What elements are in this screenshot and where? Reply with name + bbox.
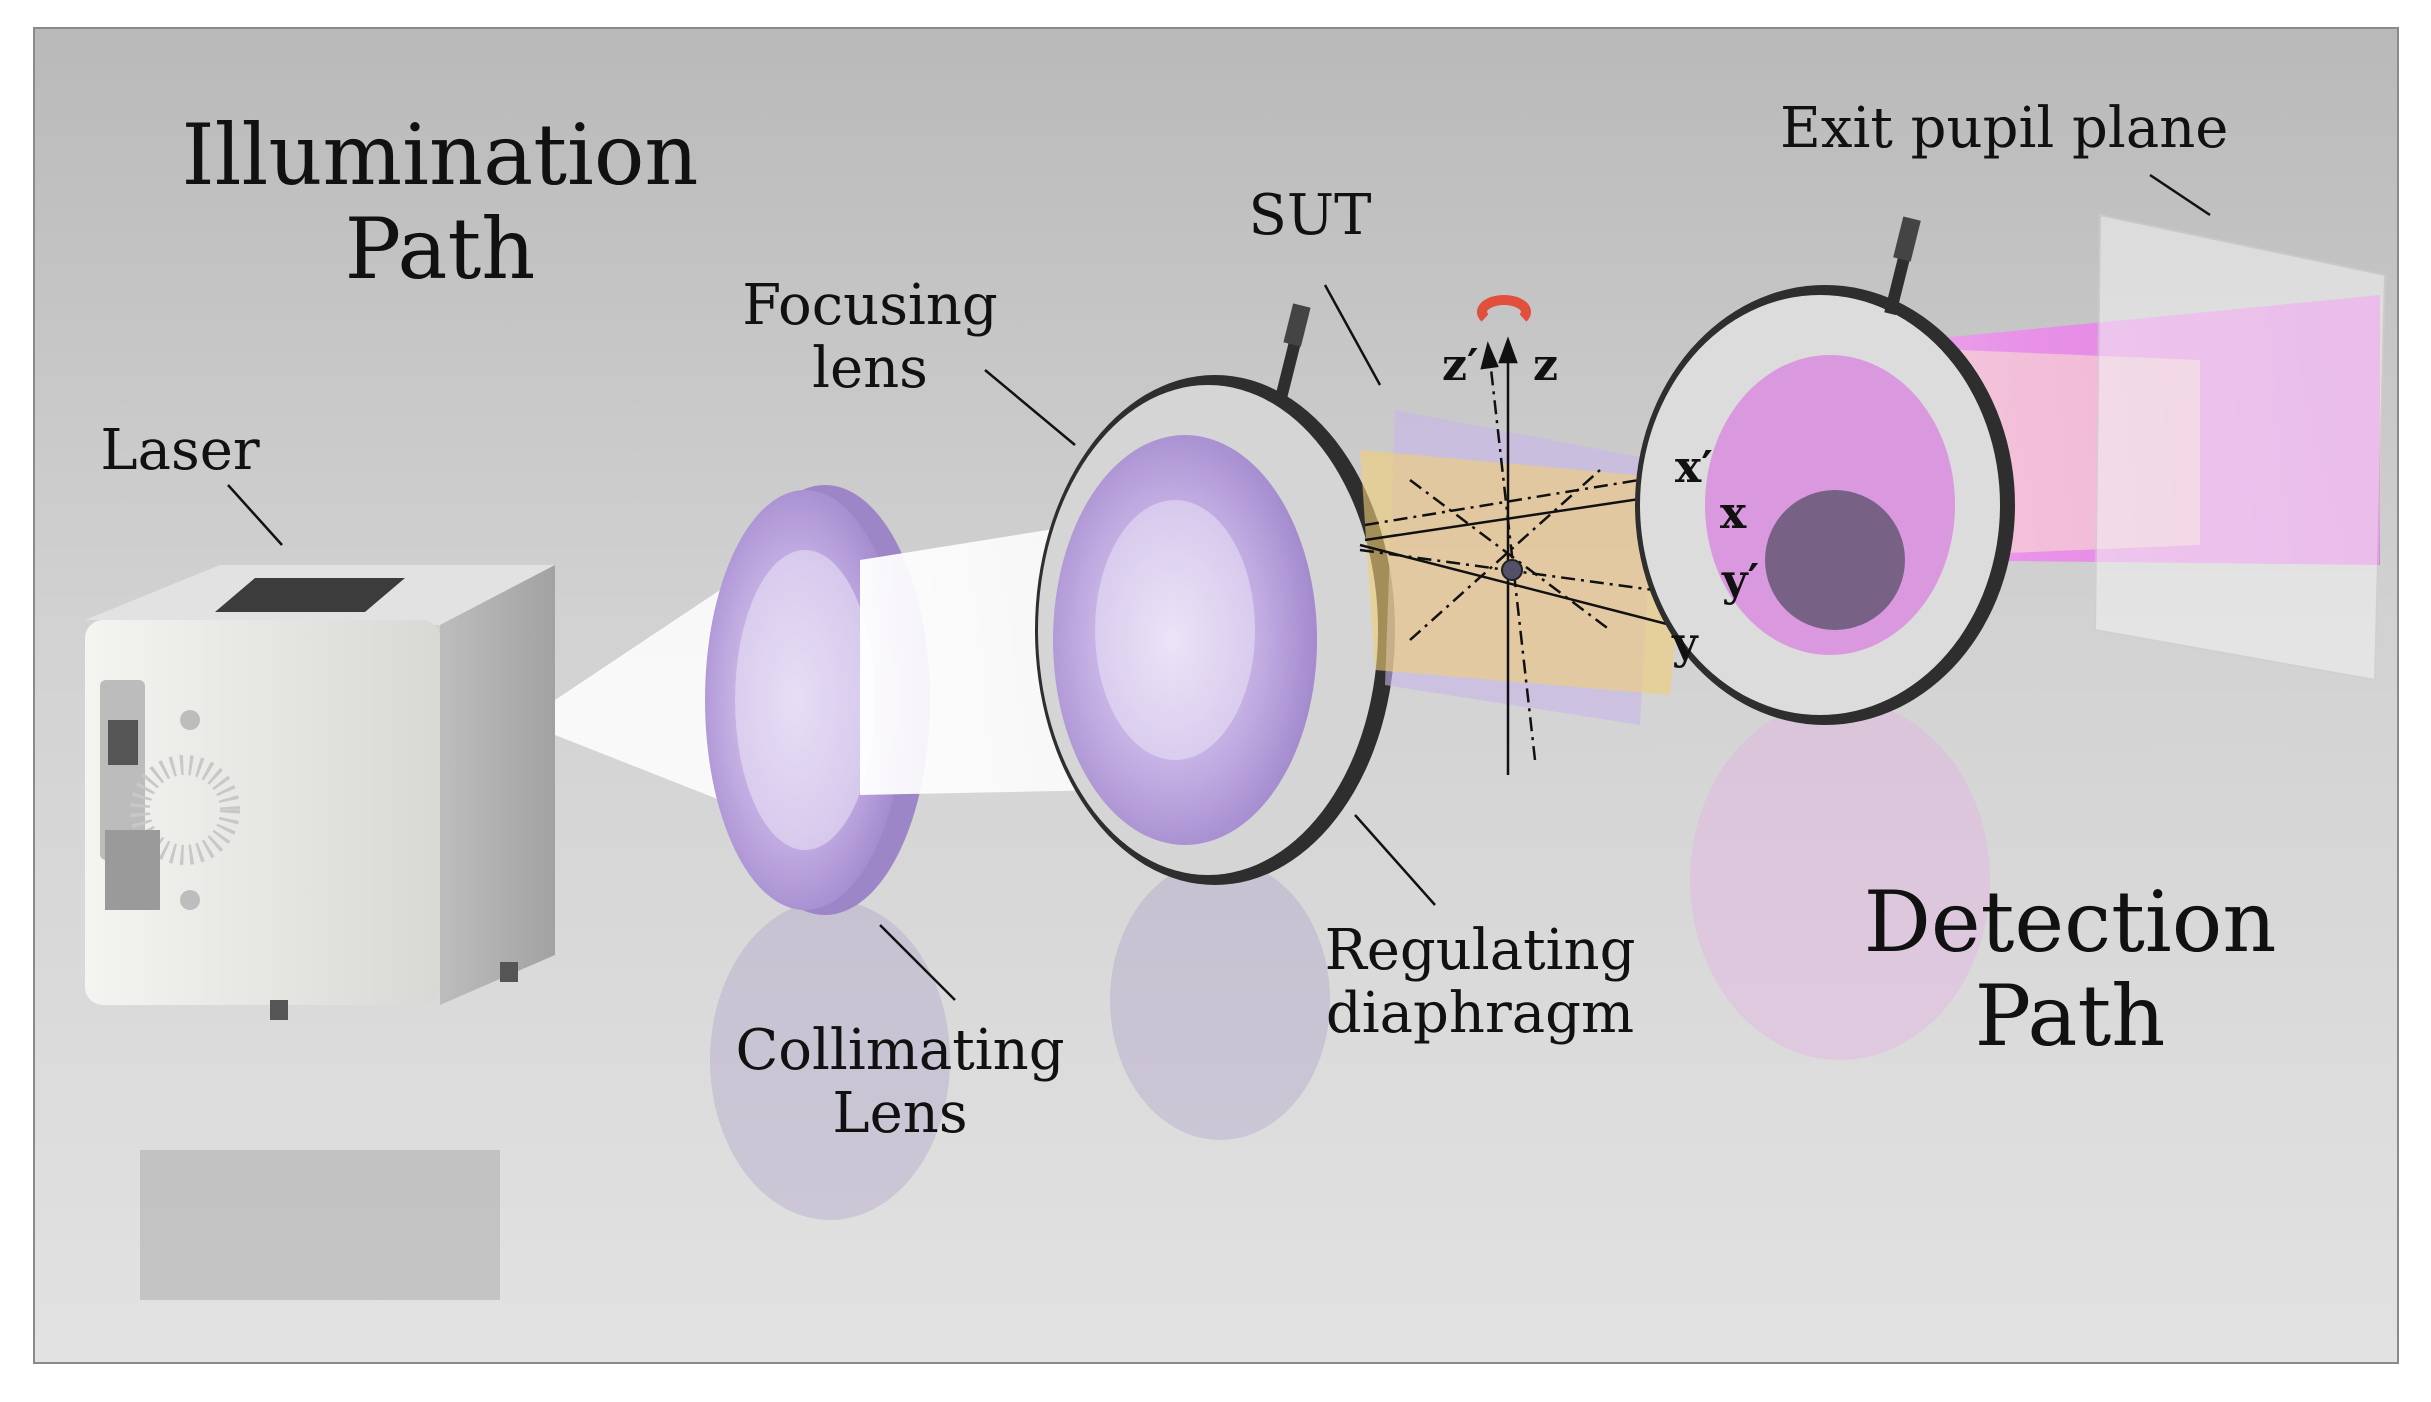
illumination-title-line2: Path	[344, 200, 536, 299]
collimating-label-line1: Collimating	[735, 1018, 1065, 1083]
laser-top-panel	[215, 578, 405, 612]
sut-label: SUT	[1248, 183, 1372, 248]
axis-label-x-prime: x′	[1675, 442, 1713, 493]
axis-label-y: y	[1672, 618, 1698, 669]
rotation-arrow-red	[1477, 294, 1531, 322]
detection-title-line1: Detection	[1863, 873, 2277, 971]
exit-pupil-plane	[2093, 213, 2387, 682]
axis-label-y-prime: y′	[1722, 555, 1760, 606]
axis-label-x: x	[1720, 488, 1747, 539]
leader-lines	[227, 173, 2211, 1001]
regulating-diaphragm-label: Regulating diaphragm	[1310, 918, 1650, 1046]
axis-label-z: z	[1533, 340, 1558, 391]
floor-reflections	[140, 700, 1990, 1300]
focusing-label-line1: Focusing	[742, 273, 998, 338]
collimating-lens	[705, 485, 930, 915]
focusing-lens-label: Focusing lens	[720, 273, 1020, 401]
regulating-label-line1: Regulating	[1324, 918, 1636, 983]
exit-pupil-plane-label: Exit pupil plane	[1780, 96, 2229, 161]
regulating-diaphragm	[1635, 216, 2015, 725]
laser-label: Laser	[100, 418, 260, 483]
laser-cone-beam	[555, 590, 720, 800]
detection-title-line2: Path	[1974, 967, 2166, 1066]
collimating-label-line2: Lens	[832, 1080, 968, 1146]
illumination-title-line1: Illumination	[181, 106, 699, 204]
illumination-path-title: Illumination Path	[160, 108, 720, 296]
laser-housing	[85, 565, 555, 1020]
focusing-lens-mount	[1035, 303, 1395, 885]
focusing-label-line2: lens	[812, 335, 928, 401]
detection-path-title: Detection Path	[1810, 875, 2330, 1063]
axis-label-z-prime: z′	[1442, 340, 1479, 391]
collimating-lens-label: Collimating Lens	[720, 1018, 1080, 1146]
regulating-label-line2: diaphragm	[1325, 980, 1635, 1046]
